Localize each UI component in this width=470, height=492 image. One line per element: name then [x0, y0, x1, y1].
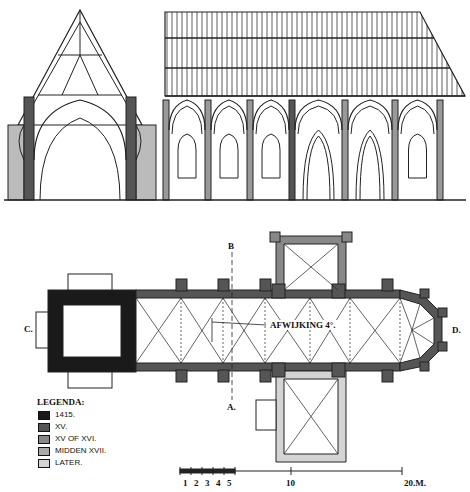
- ground-plan: [36, 232, 447, 462]
- scale-number: 3: [205, 478, 210, 488]
- plan-label: AFWIJKING 4°.: [269, 320, 337, 330]
- legend-swatch: [38, 459, 50, 468]
- legend-text: MIDDEN XVII.: [55, 446, 106, 456]
- legend-row: 1415.: [38, 410, 75, 420]
- plan-label: D.: [452, 325, 461, 335]
- legend-row: XV.: [38, 422, 67, 432]
- legend-swatch: [38, 411, 50, 420]
- legend-row: XV OF XVI.: [38, 434, 96, 444]
- plan-label: A.: [227, 402, 236, 412]
- legend-swatch: [38, 435, 50, 444]
- scale-number: 5: [227, 478, 232, 488]
- plan-label: B: [228, 241, 234, 251]
- legend-text: XV.: [55, 422, 67, 432]
- scale-number: 4: [216, 478, 221, 488]
- scale-number: 10: [286, 478, 295, 488]
- legend-text: LATER.: [55, 458, 82, 468]
- scale-number: 20.M.: [404, 478, 426, 488]
- legend-row: MIDDEN XVII.: [38, 446, 106, 456]
- scale-number: 1: [183, 478, 188, 488]
- legend-swatch: [38, 447, 50, 456]
- longitudinal-section: [160, 12, 466, 200]
- legend-text: 1415.: [55, 410, 75, 420]
- legend-heading: LEGENDA:: [37, 397, 85, 407]
- legend-text: XV OF XVI.: [55, 434, 96, 444]
- plan-label: C.: [24, 324, 33, 334]
- cross-section: [4, 10, 160, 200]
- legend-row: LATER.: [38, 458, 82, 468]
- legend-swatch: [38, 423, 50, 432]
- scale-number: 2: [194, 478, 199, 488]
- scale-bar: [180, 467, 402, 475]
